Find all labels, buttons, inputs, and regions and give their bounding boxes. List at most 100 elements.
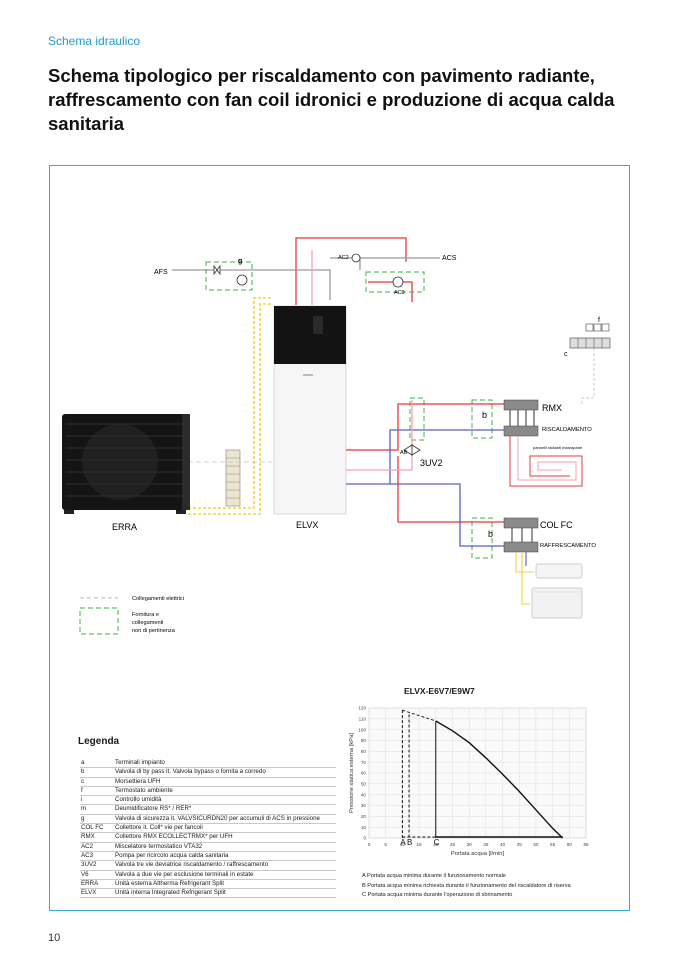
chart-note-b: B Portata acqua minima richiesta durante… <box>362 882 571 889</box>
pipe-heating-flow <box>346 403 504 451</box>
ac2-mixer-icon <box>351 253 361 263</box>
pipe-cooling-return <box>390 483 504 547</box>
legend-code: b <box>80 767 114 778</box>
label-rmx: RMX <box>542 403 562 413</box>
chart-title: ELVX-E6V7/E9W7 <box>404 686 475 696</box>
legend-description: Morsettiera UFH <box>114 777 336 787</box>
legend-description: Valvola di sicurezza it. VALVSICURDN20 p… <box>114 814 336 825</box>
key-supply-line3: non di pertinenza <box>132 628 176 634</box>
supply-box-colfc <box>471 517 493 559</box>
legend-description: Controllo umidità <box>114 795 336 806</box>
label-b-top: b <box>482 410 487 420</box>
underfloor-heating-icon <box>509 436 583 487</box>
legend-description: Unità esterna Altherma Refrigerant Split <box>114 879 336 890</box>
key-supply-line1: Fornitura e <box>132 612 159 618</box>
elvx-indoor-unit-icon <box>273 305 347 515</box>
label-col-fc: COL FC <box>540 520 573 530</box>
label-pannelli: pannelli radianti marzapane <box>533 445 583 450</box>
key-supply-line2: collegamenti <box>132 620 163 626</box>
legend-title: Legenda <box>78 736 120 747</box>
legend-code: g <box>80 814 114 825</box>
legend-description: Collettore it. Coll* vie per fancoil <box>114 823 336 834</box>
pipe-fancoil-1 <box>515 552 534 573</box>
supply-box-g <box>205 261 253 291</box>
legend-code: ELVX <box>80 888 114 899</box>
pump-icon-afs <box>236 274 248 286</box>
label-ac3: AC3 <box>394 290 405 296</box>
valve-icon-afs <box>213 264 221 276</box>
content-frame <box>49 165 630 911</box>
label-raffrescamento: RAFFRESCAMENTO <box>540 543 596 549</box>
legend-description: Deumidificatore RS* / RER* <box>114 804 336 815</box>
wall-icon <box>225 449 241 507</box>
rmx-manifold-icon <box>503 399 539 437</box>
label-g: g <box>238 258 242 265</box>
fancoil-wall-unit-icon <box>535 563 583 579</box>
three-way-valve-icon <box>403 444 421 456</box>
label-3uv2: 3UV2 <box>420 458 443 468</box>
legend-description: Pompa per ricircolo acqua calda sanitari… <box>114 851 336 862</box>
refrigerant-line-1 <box>188 297 272 509</box>
pipe-cooling-flow <box>397 456 504 523</box>
thermostat-icon <box>585 323 610 332</box>
supply-box-ac3 <box>365 271 425 293</box>
section-label: Schema idraulico <box>48 34 141 48</box>
pipe-fancoil-2 <box>521 552 530 605</box>
page-title: Schema tipologico per riscaldamento con … <box>48 65 615 134</box>
legend-code: a <box>80 759 114 769</box>
key-electric-label: Collegamenti elettrici <box>132 596 184 602</box>
terminal-strip-icon <box>569 337 611 349</box>
pipe-uv-pink <box>346 400 413 471</box>
chart-note-c: C Portata acqua minima durante l'operazi… <box>362 892 513 899</box>
label-ac2: AC2 <box>338 255 349 261</box>
refrigerant-line-2 <box>188 303 272 515</box>
pipe-thermostat-link <box>581 348 595 406</box>
legend-code: m <box>80 804 114 815</box>
pipe-recirc <box>368 281 413 302</box>
legend-code: COL FC <box>80 823 114 834</box>
legend-description: Termostato ambiente <box>114 786 336 797</box>
label-erra: ERRA <box>112 522 137 532</box>
label-elvx: ELVX <box>296 520 318 530</box>
legend-code: 3UV2 <box>80 860 114 871</box>
label-riscaldamento: RISCALDAMENTO <box>542 427 592 433</box>
label-c: c <box>564 351 568 358</box>
legend-code: V6 <box>80 870 114 880</box>
legend-code: RMX <box>80 832 114 843</box>
chart-note-a: A Portata acqua minima durante il funzio… <box>362 873 506 879</box>
legend-code: f <box>80 786 114 797</box>
label-acs: ACS <box>442 255 457 262</box>
chart-notes: A Portata acqua minima durante il funzio… <box>362 872 571 901</box>
pipe-heating-return <box>346 429 504 485</box>
pipe-afs-cold <box>172 269 331 300</box>
colfc-manifold-icon <box>503 517 539 553</box>
legend-code: AC2 <box>80 842 114 852</box>
legend-description: Valvola di by pass it. Valvola bypass o … <box>114 767 336 778</box>
erra-outdoor-unit-icon <box>62 414 190 514</box>
supply-box-valve <box>409 397 425 441</box>
legend-code: AC3 <box>80 851 114 862</box>
key-supply-box <box>79 607 119 635</box>
legend-description: Terminali impianto <box>114 759 336 769</box>
ac3-pump-icon <box>392 276 404 288</box>
pipe-acs-hot <box>295 237 407 305</box>
legend-code: i <box>80 795 114 806</box>
fancoil-floor-unit-icon <box>531 587 583 619</box>
supply-box-rmx <box>471 399 493 439</box>
